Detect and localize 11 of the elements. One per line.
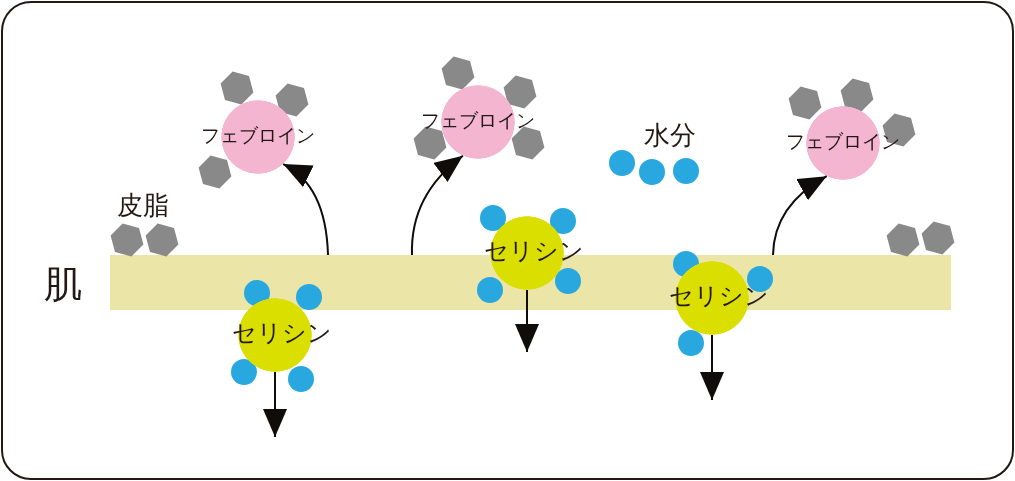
- text-label: 肌: [44, 265, 82, 303]
- arrow: [515, 289, 539, 353]
- arrow: [282, 163, 329, 256]
- arrow: [263, 371, 287, 438]
- arrow: [700, 334, 724, 401]
- arrow: [772, 175, 828, 256]
- text-label: 水分: [644, 122, 696, 148]
- arrow: [411, 154, 464, 256]
- molecule-label: フェブロイン: [200, 125, 316, 145]
- text-label: 皮脂: [117, 192, 169, 218]
- molecule-label: フェブロイン: [420, 110, 536, 130]
